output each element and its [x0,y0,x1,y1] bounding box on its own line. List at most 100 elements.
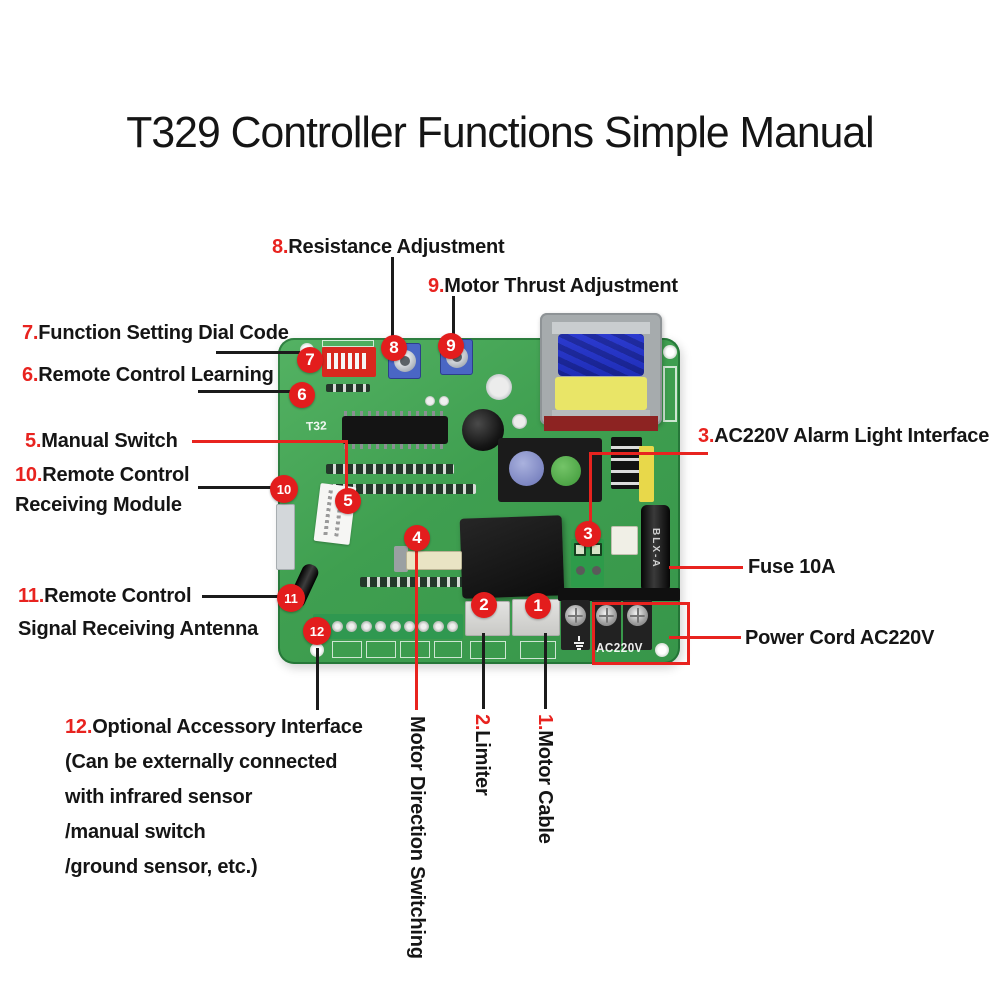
callout-text: Remote Control [44,585,192,607]
marker-10: 10 [270,475,298,503]
callout-number: 8. [272,236,289,258]
callout-remote-control-learning: 6.Remote Control Learning [22,364,274,387]
buzzer [462,409,504,451]
marker-7: 7 [297,347,323,373]
line-dial-code [216,351,300,354]
marker-12: 12 [303,617,331,645]
line-limiter [482,633,485,709]
receiver-module-socket [276,504,295,570]
terminal-screw [592,566,601,575]
callout-text: Optional Accessory Interface [92,716,363,738]
callout-number: 12. [65,716,93,738]
callout-text: with infrared sensor [65,786,253,808]
callout-fuse: Fuse 10A [748,556,836,579]
callout-accessory-line4: /manual switch [65,821,206,844]
connector-housing [394,546,408,572]
callout-text: Motor Direction Switching [406,716,428,959]
callout-number: 6. [22,364,39,386]
line-manual-switch [192,440,348,443]
callout-accessory-line2: (Can be externally connected [65,751,337,774]
power-relay [459,515,565,599]
marker-6: 6 [289,382,315,408]
marker-8: 8 [381,335,407,361]
transformer-winding-blue [558,334,644,376]
film-capacitor-yellow [639,446,654,502]
marker-4: 4 [404,525,430,551]
callout-accessory-line1: 12.Optional Accessory Interface [65,716,363,739]
transformer-bobbin-yellow [555,377,647,410]
callout-alarm-light-interface: 3.AC220V Alarm Light Interface [698,425,989,448]
callout-text: Receiving Module [15,494,182,516]
callout-limiter: 2.Limiter [470,714,493,796]
line-fuse [669,566,743,569]
fuse-silkscreen: BLX-A [650,528,661,569]
line-receiving-module [198,486,272,489]
ic-legs [344,443,446,449]
capacitor [439,396,449,406]
accessory-terminal-strip [313,614,463,639]
line-manual-switch [345,440,348,490]
callout-number: 10. [15,464,43,486]
silkscreen-box [520,641,556,659]
callout-number: 7. [22,322,39,344]
callout-text: (Can be externally connected [65,751,338,773]
transformer-frame [552,410,650,418]
callout-text: Fuse 10A [748,556,836,578]
page-title: T329 Controller Functions Simple Manual [126,108,874,157]
callout-number: 5. [25,430,42,452]
callout-text: Manual Switch [41,430,178,452]
mounting-hole [663,345,677,359]
line-motor-direction [415,550,418,710]
line-power-cord [669,636,741,639]
line-accessory [316,648,319,710]
varistor-blue [509,451,544,486]
power-terminal [592,600,621,650]
ground-icon [573,636,585,650]
pin-header-row [326,464,454,474]
callout-text: Limiter [471,730,493,796]
callout-text: Motor Cable [534,730,556,844]
callout-accessory-line5: /ground sensor, etc.) [65,856,258,879]
callout-text: Remote Control [42,464,190,486]
silkscreen-box [470,641,506,659]
callout-text: Signal Receiving Antenna [18,618,259,640]
callout-receiving-module-line2: Receiving Module [15,494,182,517]
callout-text: Power Cord AC220V [745,627,935,649]
callout-antenna-line1: 11.Remote Control [18,585,192,608]
line-antenna [202,595,279,598]
callout-resistance-adjustment: 8.Resistance Adjustment [272,236,505,259]
marker-1: 1 [525,593,551,619]
callout-text: Remote Control Learning [38,364,274,386]
marker-3: 3 [575,521,601,547]
line-remote-learning [198,390,292,393]
callout-manual-switch: 5.Manual Switch [25,430,178,453]
main-ic-chip [342,416,448,444]
callout-number: 9. [428,275,445,297]
callout-function-setting-dial-code: 7.Function Setting Dial Code [22,322,289,345]
ac220v-silkscreen: AC220V [596,640,643,655]
slot-connector [406,551,462,570]
pin-header-row [326,484,476,494]
transformer-base [544,416,658,431]
callout-accessory-line3: with infrared sensor [65,786,252,809]
line-motor-cable [544,633,547,709]
marker-5: 5 [335,488,361,514]
board-model-silkscreen: T32 [305,418,328,434]
capacitor [425,396,435,406]
power-terminal [623,600,652,650]
electrolytic-capacitor [512,414,527,429]
line-alarm [589,452,592,522]
heatsink-component [611,437,642,489]
callout-motor-cable: 1.Motor Cable [533,714,556,844]
terminal-shadow-bar [558,588,680,601]
fuse-10a: BLX-A [641,505,670,592]
line-thrust [452,296,455,342]
callout-motor-thrust-adjustment: 9.Motor Thrust Adjustment [428,275,678,298]
silkscreen-box [434,641,462,658]
silkscreen-box [332,641,362,658]
terminal-screw [576,566,585,575]
function-dip-switch [322,347,376,377]
power-terminal [561,600,590,650]
capacitor-green [551,456,581,486]
